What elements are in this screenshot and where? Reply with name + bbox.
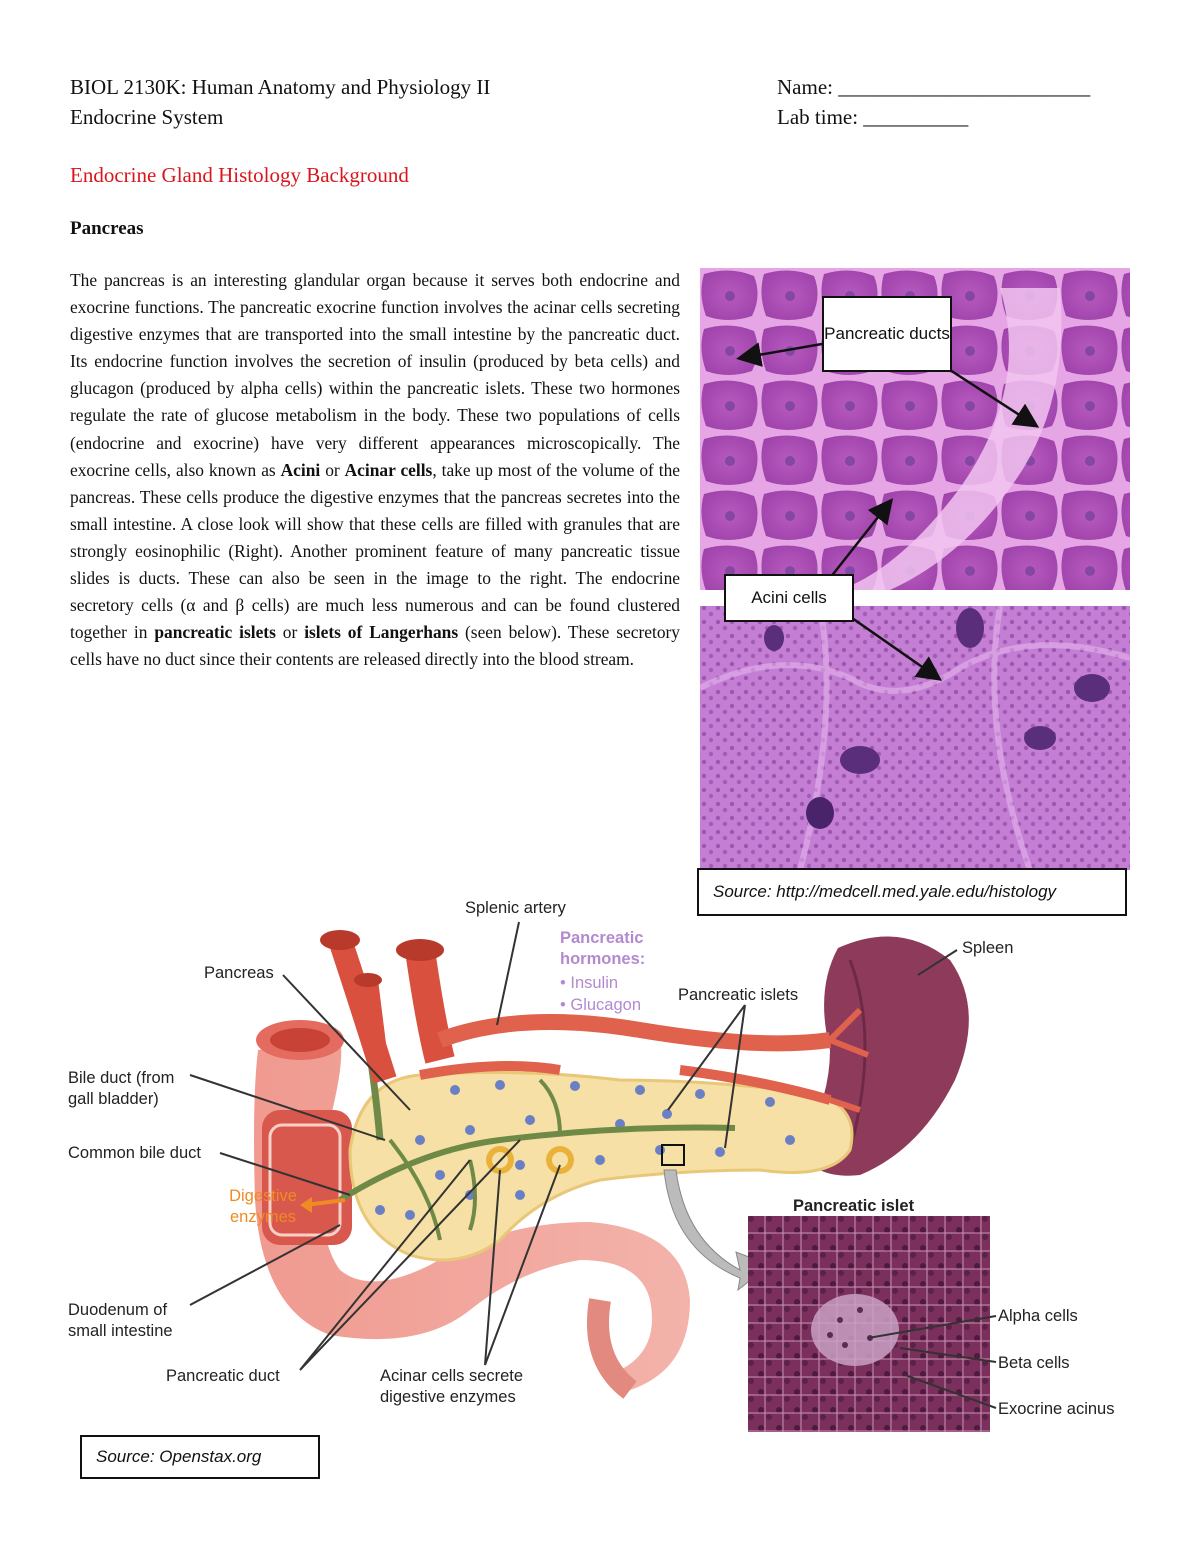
subsection-title: Pancreas: [70, 218, 144, 239]
label-insulin: • Insulin: [560, 974, 619, 992]
callout-acini-cells: Acini cells: [724, 574, 854, 622]
duodenum-shape: [254, 1040, 690, 1390]
term-acinar-cells: Acinar cells: [344, 459, 433, 480]
label-exocrine-acinus: Exocrine acinus: [998, 1400, 1115, 1418]
term-islets-of-langerhans: islets of Langerhans: [304, 622, 459, 643]
course-title: BIOL 2130K: Human Anatomy and Physiology…: [70, 75, 491, 99]
islet-zoom-box: [661, 1144, 685, 1166]
label-pancreatic-islet: Pancreatic islet: [793, 1197, 915, 1215]
label-splenic-artery: Splenic artery: [465, 899, 566, 917]
label-digestive-enzymes: Digestive enzymes: [229, 1187, 297, 1226]
label-alpha-cells: Alpha cells: [998, 1307, 1078, 1325]
zoom-arrow: [663, 1169, 772, 1292]
label-glucagon: • Glucagon: [560, 996, 641, 1014]
diagram-source: Source: Openstax.org: [80, 1435, 320, 1479]
label-pancreatic-duct: Pancreatic duct: [166, 1367, 280, 1385]
body-paragraph: The pancreas is an interesting glandular…: [70, 270, 681, 670]
label-duodenum: Duodenum of small intestine: [68, 1301, 173, 1340]
name-field: Name: ________________________: [777, 75, 1091, 99]
section-title: Endocrine Gland Histology Background: [70, 163, 409, 187]
lab-time-field: Lab time: __________: [777, 105, 969, 129]
histology-source: Source: http://medcell.med.yale.edu/hist…: [697, 868, 1127, 916]
duodenum-lumen: [262, 1110, 352, 1245]
label-pancreatic-hormones: Pancreatic hormones:: [560, 929, 646, 968]
label-spleen: Spleen: [962, 939, 1014, 957]
term-acini: Acini: [280, 459, 321, 480]
callout-pancreatic-ducts: Pancreatic ducts: [822, 296, 952, 372]
label-pancreatic-islets: Pancreatic islets: [678, 986, 799, 1004]
label-acinar-cells: Acinar cells secrete digestive enzymes: [380, 1367, 524, 1406]
label-common-bile-duct: Common bile duct: [68, 1144, 201, 1162]
label-bile-duct: Bile duct (from gall bladder): [68, 1069, 175, 1108]
islet-dots: [375, 1080, 795, 1220]
term-pancreatic-islets: pancreatic islets: [154, 622, 276, 643]
label-beta-cells: Beta cells: [998, 1354, 1070, 1372]
unit-title: Endocrine System: [70, 105, 224, 129]
label-pancreas: Pancreas: [204, 964, 274, 982]
